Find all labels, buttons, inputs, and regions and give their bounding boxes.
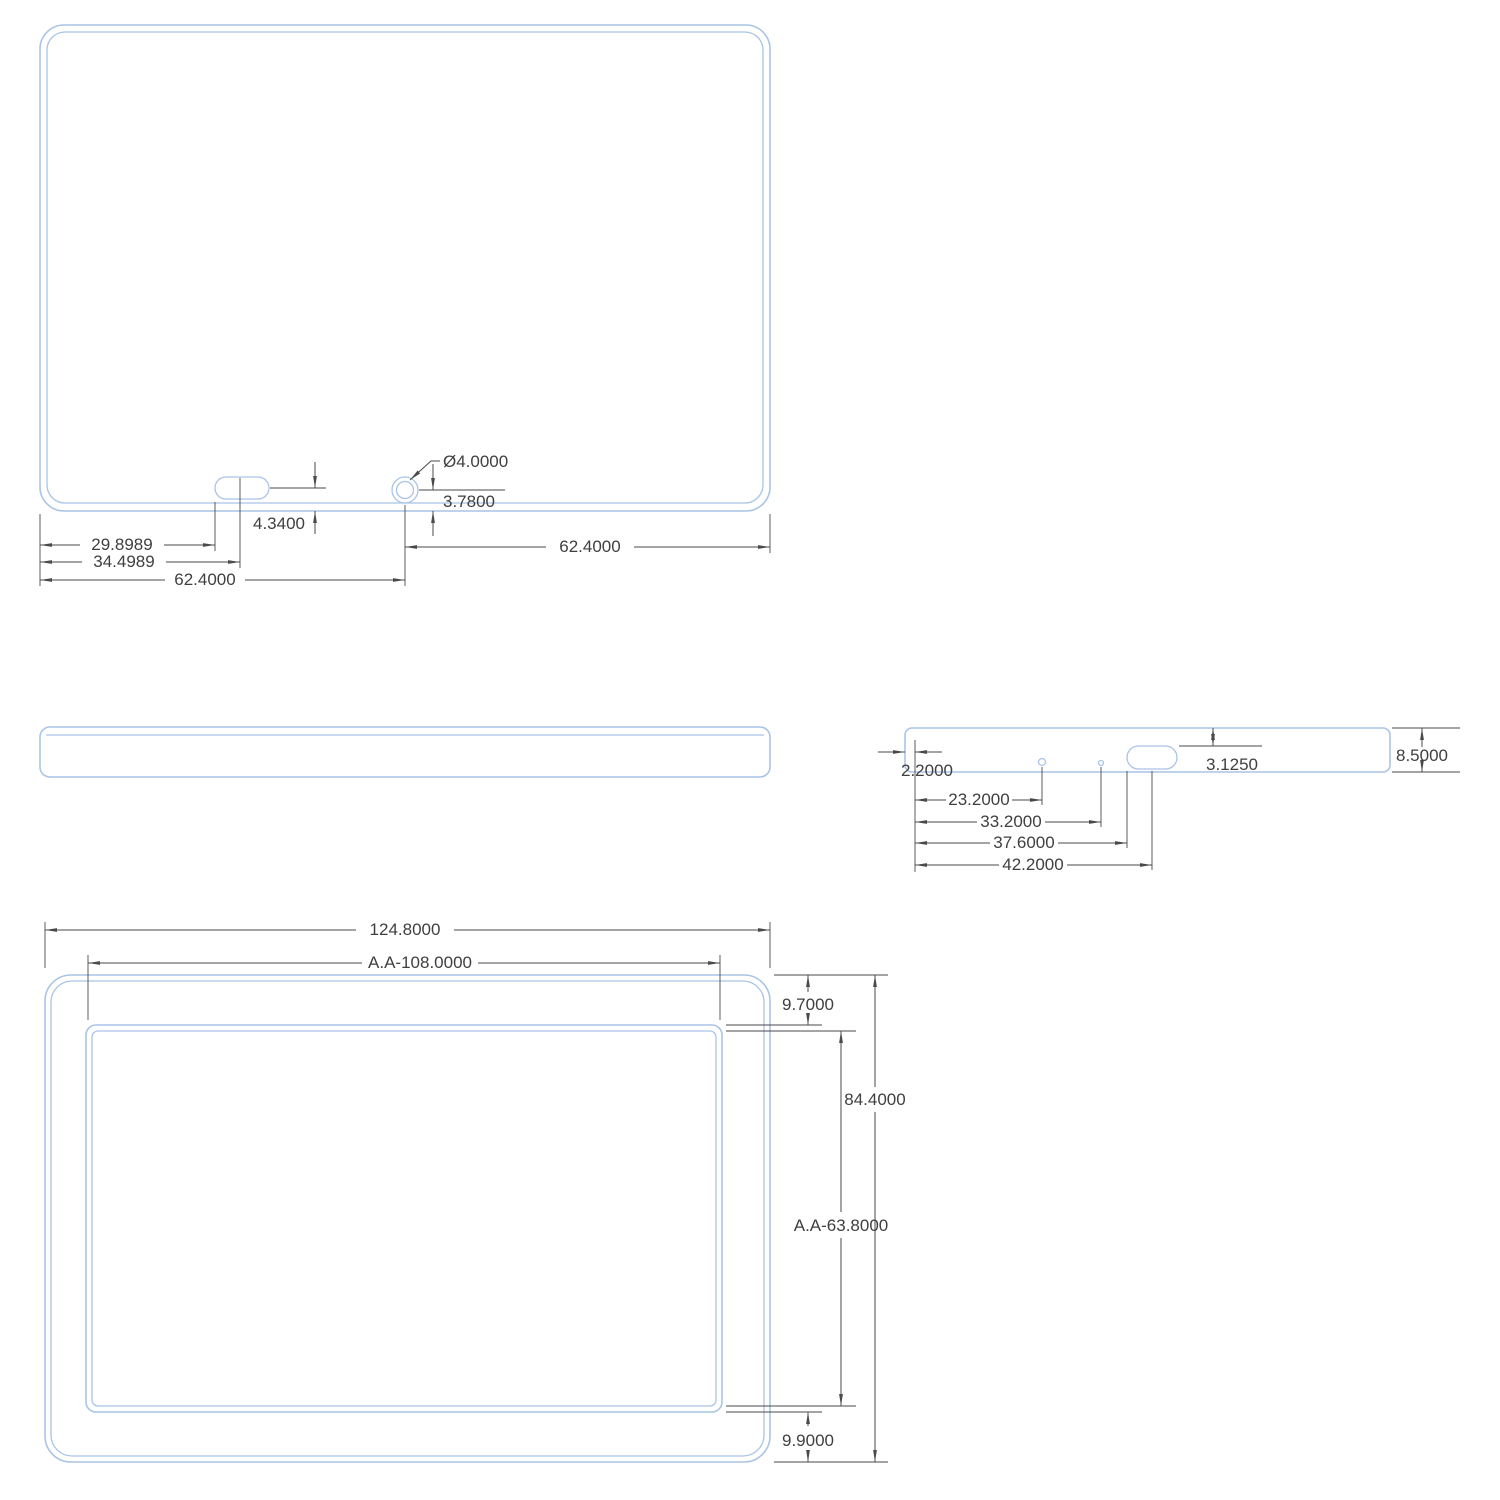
dim-label-hole-edge-offset: 3.7800 [443,492,495,511]
dim-label-hole-center-x: 62.4000 [174,570,235,589]
dim-port-center-x: 42.2000 [915,855,1152,874]
dim-hole-to-right: 62.4000 [405,537,770,556]
side-view-extension-lines [914,727,1460,872]
dim-active-area-width: A.A-108.0000 [88,953,720,972]
dim-overall-height: 84.4000 [844,975,906,1462]
dim-label-slot-edge-offset: 4.3400 [253,514,305,533]
dim-label-port-left-x: 37.6000 [993,833,1054,852]
dim-port-left-x: 37.6000 [915,833,1127,852]
side-view-right: 2.2000 23.2000 33.2000 37.6000 42.2000 3… [878,727,1460,874]
dim-hole-center-x: 62.4000 [40,570,405,589]
dim-label-active-area-width: A.A-108.0000 [368,953,472,972]
dim-bottom-bezel: 9.9000 [782,1412,834,1462]
side-small-hole-2 [1097,759,1105,767]
front-view-outer-outline [44,974,771,1463]
dim-label-slot-center-x: 34.4989 [93,552,154,571]
front-view-extension-lines [44,922,888,1463]
dim-label-bottom-bezel: 9.9000 [782,1431,834,1450]
screen-inner-outline [91,1030,717,1407]
top-view: 29.8989 34.4989 62.4000 62.4000 4.3400 3… [39,24,771,589]
dim-slot-left-x: 29.8989 [40,535,215,554]
dim-label-overall-height: 84.4000 [844,1090,905,1109]
dim-top-bezel: 9.7000 [782,975,834,1025]
dim-label-overall-width: 124.8000 [370,920,441,939]
dim-label-thickness: 8.5000 [1396,746,1448,765]
dim-label-hole-diameter: Ø4.0000 [443,452,508,471]
dim-slot-edge-offset: 4.3400 [253,462,317,534]
side-view-left-outline [39,726,771,778]
slot-cutout [214,476,270,500]
dim-edge-offset: 2.2000 [878,750,953,780]
dim-overall-width: 124.8000 [45,920,770,939]
side-view-left [39,726,771,778]
dim-label-port-top-offset: 3.1250 [1206,755,1258,774]
hole-outer-circle [391,476,419,504]
front-view-inner-outline [50,980,765,1457]
dim-hole2-x: 33.2000 [915,812,1101,831]
dim-label-edge-offset: 2.2000 [901,761,953,780]
dim-port-top-offset: 3.1250 [1206,728,1258,774]
side-small-hole-1 [1037,757,1047,767]
dim-hole-diameter: Ø4.0000 [409,452,508,481]
dim-label-hole2-x: 33.2000 [980,812,1041,831]
leader-line [409,460,440,481]
dim-label-active-area-height: A.A-63.8000 [794,1216,889,1235]
screen-outer-outline [85,1024,723,1413]
dim-slot-center-x: 34.4989 [40,552,240,571]
hole-inner-circle [395,480,415,500]
dim-label-slot-left-x: 29.8989 [91,535,152,554]
dim-hole1-x: 23.2000 [915,790,1042,809]
dim-active-area-height: A.A-63.8000 [794,1031,889,1406]
dim-label-hole-to-right: 62.4000 [559,537,620,556]
side-view-right-outline [904,727,1391,773]
dim-label-top-bezel: 9.7000 [782,995,834,1014]
side-port-cutout [1126,745,1178,770]
front-view: 124.8000 A.A-108.0000 9.7000 84.4000 A.A… [44,920,906,1463]
dim-label-hole1-x: 23.2000 [948,790,1009,809]
dim-thickness: 8.5000 [1396,728,1448,772]
dim-label-port-center-x: 42.2000 [1002,855,1063,874]
dim-hole-edge-offset: 3.7800 [431,464,495,536]
